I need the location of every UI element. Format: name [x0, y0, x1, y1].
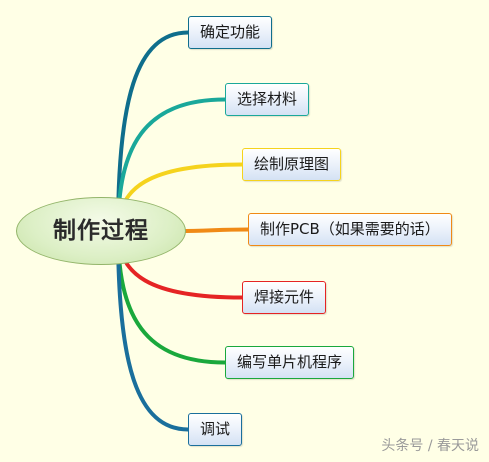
branch-node-draw-schematic[interactable]: 绘制原理图: [242, 148, 342, 181]
line-make-pcb: [176, 227, 250, 233]
branch-node-select-materials[interactable]: 选择材料: [225, 83, 310, 116]
line-confirm-function: [116, 30, 190, 233]
branch-node-debug[interactable]: 调试: [188, 413, 243, 446]
watermark-text: 头条号 / 春天说: [381, 438, 479, 454]
branch-node-solder-components[interactable]: 焊接元件: [242, 281, 327, 314]
root-node[interactable]: 制作过程: [16, 197, 186, 265]
line-debug: [116, 229, 190, 432]
branch-node-confirm-function[interactable]: 确定功能: [188, 16, 273, 49]
branch-node-make-pcb[interactable]: 制作PCB（如果需要的话）: [248, 213, 452, 246]
branch-node-write-mcu-program[interactable]: 编写单片机程序: [225, 346, 355, 379]
